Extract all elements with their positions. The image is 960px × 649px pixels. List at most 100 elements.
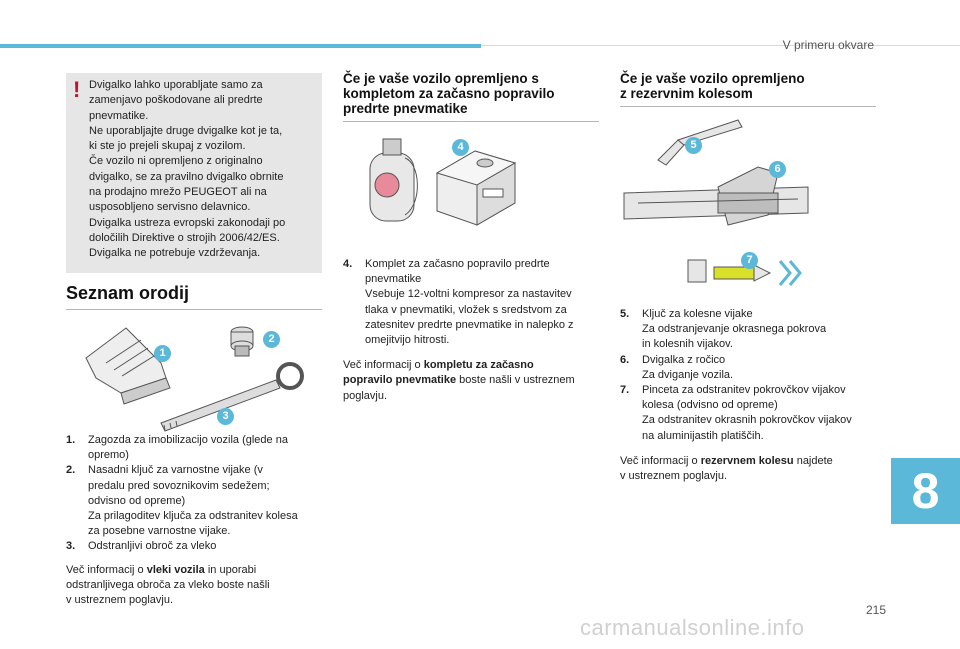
callout-badge-1: 1 — [154, 345, 171, 362]
para-text: boste našli v ustreznem — [456, 374, 575, 387]
callout-badge-5: 5 — [685, 137, 702, 154]
item-line: Pinceta za odstranitev pokrovčkov vijako… — [642, 384, 846, 397]
item-line: Za odstranjevanje okrasnega pokrova — [642, 323, 827, 336]
list-item: 4. Komplet za začasno popravilo predrte … — [343, 257, 605, 348]
towing-eye-image — [160, 362, 304, 432]
spare-wheel-tools-illustration — [623, 119, 809, 286]
item-line: na aluminijastih platiščih. — [642, 429, 764, 442]
item-line: in kolesnih vijakov. — [642, 338, 733, 351]
item-line: Za dviganje vozila. — [642, 368, 734, 381]
tools-illustration — [85, 326, 304, 432]
wheel-chock-image — [85, 327, 171, 405]
section-underline — [343, 121, 599, 122]
warning-icon: ! — [73, 77, 81, 102]
section-title-repair-kit: Če je vaše vozilo opremljeno s kompletom… — [343, 71, 603, 116]
para-link-text: kompletu za začasno — [423, 359, 534, 372]
list-item: 2. Nasadni ključ za varnostne vijake (v … — [66, 463, 326, 539]
item-line: Odstranljivi obroč za vleko — [88, 540, 217, 553]
item-number: 3. — [66, 540, 76, 553]
callout-badge-7: 7 — [741, 252, 758, 269]
item-line: predalu pred sovoznikovim sedežem; — [88, 479, 270, 492]
para-text: poglavju. — [343, 389, 388, 402]
warning-line: pnevmatike. — [89, 109, 149, 122]
warning-box: ! Dvigalko lahko uporabljate samo za zam… — [66, 73, 322, 273]
warning-line: Če vozilo ni opremljeno z originalno — [89, 155, 263, 168]
item-line: Dvigalka z ročico — [642, 353, 726, 366]
warning-line: določilih Direktive o strojih 2006/42/ES… — [89, 231, 280, 244]
warning-line: Dvigalko lahko uporabljate samo za — [89, 79, 263, 91]
title-line: Če je vaše vozilo opremljeno s — [343, 71, 539, 86]
tools-more-info: Več informacij o vleki vozila in uporabi… — [66, 563, 326, 609]
item-number: 7. — [620, 384, 630, 397]
para-text: odstranljivega obroča za vleko boste naš… — [66, 578, 270, 591]
para-text: v ustreznem poglavju. — [620, 470, 727, 483]
warning-line: Dvigalka ustreza evropski zakonodaji po — [89, 216, 286, 229]
socket-key-image — [230, 326, 254, 357]
item-line: omejitvijo hitrosti. — [365, 334, 450, 347]
item-line: kolesa (odvisno od opreme) — [642, 399, 778, 412]
para-text: Več informacij o — [343, 359, 424, 372]
chapter-tab: 8 — [891, 458, 960, 524]
para-link-text: rezervnem kolesu — [700, 454, 794, 467]
item-number: 6. — [620, 353, 630, 366]
item-line: Ključ za kolesne vijake — [642, 308, 753, 320]
para-text: in uporabi — [204, 563, 257, 576]
spare-wheel-more-info: Več informacij o rezervnem kolesu najdet… — [620, 454, 882, 484]
item-line: Zagozda za imobilizacijo vozila (glede n… — [88, 434, 288, 446]
list-item: 1. Zagozda za imobilizacijo vozila (gled… — [66, 433, 326, 463]
repair-kit-more-info: Več informacij o kompletu za začasno pop… — [343, 358, 605, 404]
section-title-tools: Seznam orodij — [66, 283, 190, 303]
list-item: 3. Odstranljivi obroč za vleko — [66, 539, 326, 554]
warning-line: ki ste jo prejeli skupaj z vozilom. — [89, 140, 246, 153]
warning-line: na prodajno mrežo PEUGEOT ali na — [89, 186, 267, 199]
item-line: opremo) — [88, 449, 129, 462]
section-underline — [66, 309, 322, 310]
warning-line: dvigalko, se za pravilno dvigalko obrnit… — [89, 170, 284, 183]
item-line: Komplet za začasno popravilo predrte — [365, 258, 550, 270]
list-item: 5. Ključ za kolesne vijake Za odstranjev… — [620, 307, 882, 353]
repair-kit-illustration — [369, 138, 517, 226]
para-link-text: vleki vozila — [146, 563, 205, 576]
title-line: kompletom za začasno popravilo — [343, 86, 555, 101]
item-line: za posebne varnostne vijake. — [88, 525, 231, 538]
section-title-spare-wheel: Če je vaše vozilo opremljeno z rezervnim… — [620, 71, 880, 101]
header-rule — [481, 45, 960, 46]
warning-line: Ne uporabljajte druge dvigalke kot je ta… — [89, 124, 283, 137]
warning-line: usposobljeno servisno delavnico. — [89, 201, 251, 214]
title-line: Če je vaše vozilo opremljeno — [620, 71, 805, 86]
callout-badge-4: 4 — [452, 139, 469, 156]
item-number: 2. — [66, 464, 76, 477]
item-line: odvisno od opreme) — [88, 494, 186, 507]
tools-list: 1. Zagozda za imobilizacijo vozila (gled… — [66, 433, 326, 608]
spare-wheel-list: 5. Ključ za kolesne vijake Za odstranjev… — [620, 307, 882, 484]
item-line: tlaka v pnevmatiki, vložek s sredstvom z… — [365, 303, 567, 316]
item-number: 5. — [620, 308, 630, 320]
warning-line: zamenjavo poškodovane ali predrte — [89, 94, 263, 107]
para-text: Več informacij o — [66, 563, 147, 576]
callout-badge-2: 2 — [263, 331, 280, 348]
chapter-header-title: V primeru okvare — [782, 38, 874, 52]
warning-line: Dvigalka ne potrebuje vzdrževanja. — [89, 247, 261, 260]
para-text: Več informacij o — [620, 454, 701, 467]
list-item: 6. Dvigalka z ročico Za dviganje vozila. — [620, 353, 882, 383]
item-line: Za odstranitev okrasnih pokrovčkov vijak… — [642, 414, 852, 427]
watermark: carmanualsonline.info — [580, 615, 805, 640]
para-text: v ustreznem poglavju. — [66, 594, 173, 607]
list-item: 7. Pinceta za odstranitev pokrovčkov vij… — [620, 383, 882, 444]
section-underline — [620, 106, 876, 107]
item-number: 4. — [343, 258, 353, 270]
item-line: Vsebuje 12-voltni kompresor za nastavite… — [365, 288, 572, 301]
item-line: Nasadni ključ za varnostne vijake (v — [88, 464, 263, 477]
para-link-text: popravilo pnevmatike — [343, 374, 457, 387]
para-text: najdete — [793, 454, 833, 467]
header-accent-bar — [0, 44, 481, 48]
callout-badge-3: 3 — [217, 408, 234, 425]
item-line: Za prilagoditev ključa za odstranitev ko… — [88, 510, 298, 523]
page-number: 215 — [866, 603, 887, 617]
warning-text: Dvigalko lahko uporabljate samo za zamen… — [89, 78, 314, 262]
item-line: pnevmatike — [365, 273, 422, 286]
title-line: z rezervnim kolesom — [620, 86, 753, 101]
item-number: 1. — [66, 434, 76, 446]
title-line: predrte pnevmatike — [343, 101, 468, 116]
item-line: zatesnitev predrte pnevmatike in nalepko… — [365, 318, 574, 331]
